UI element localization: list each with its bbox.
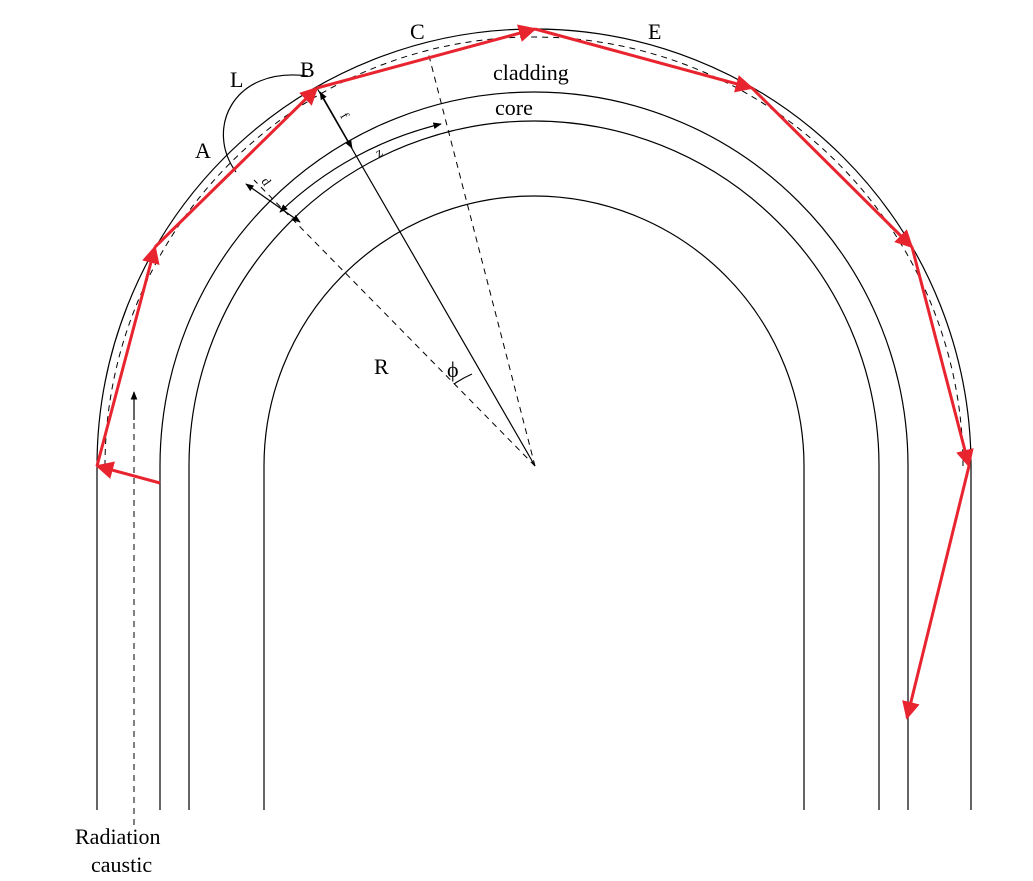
d-dimension-arrow — [245, 183, 301, 223]
radius-line-dashed-top — [427, 51, 536, 467]
label-core: core — [495, 95, 533, 120]
cladding-core-boundary — [159, 91, 909, 810]
label-R: R — [374, 354, 389, 379]
label-f: f — [337, 110, 352, 122]
core-outer-boundary — [188, 120, 880, 810]
outer-cladding-boundary — [96, 28, 972, 810]
ray-segment-1 — [95, 245, 160, 467]
ray-segment-5 — [750, 86, 914, 249]
phi-angle-arc — [453, 373, 473, 385]
radius-line-dashed-left — [253, 179, 536, 467]
z-dimension-arrow — [279, 122, 442, 213]
ray-segment-3 — [316, 24, 537, 90]
ray-segment-2 — [153, 86, 319, 249]
label-C: C — [410, 19, 425, 44]
label-B: B — [300, 57, 315, 82]
ray-segment-4 — [534, 27, 754, 93]
label-A: A — [195, 138, 211, 163]
ray-segment-incoming — [95, 461, 161, 485]
L-leader-curve — [222, 74, 309, 173]
label-phi: ϕ — [447, 357, 459, 382]
ray-segment-outgoing — [902, 465, 971, 720]
f-dimension-arrow — [319, 91, 353, 149]
label-radiation: Radiation — [75, 824, 161, 849]
label-L: L — [230, 67, 243, 92]
inner-core-boundary — [263, 195, 805, 810]
label-d: d — [258, 174, 274, 188]
label-caustic: caustic — [91, 852, 152, 877]
label-z: z — [373, 144, 386, 160]
label-cladding: cladding — [493, 60, 569, 85]
ray-segment-6 — [910, 246, 974, 468]
label-E: E — [648, 19, 661, 44]
